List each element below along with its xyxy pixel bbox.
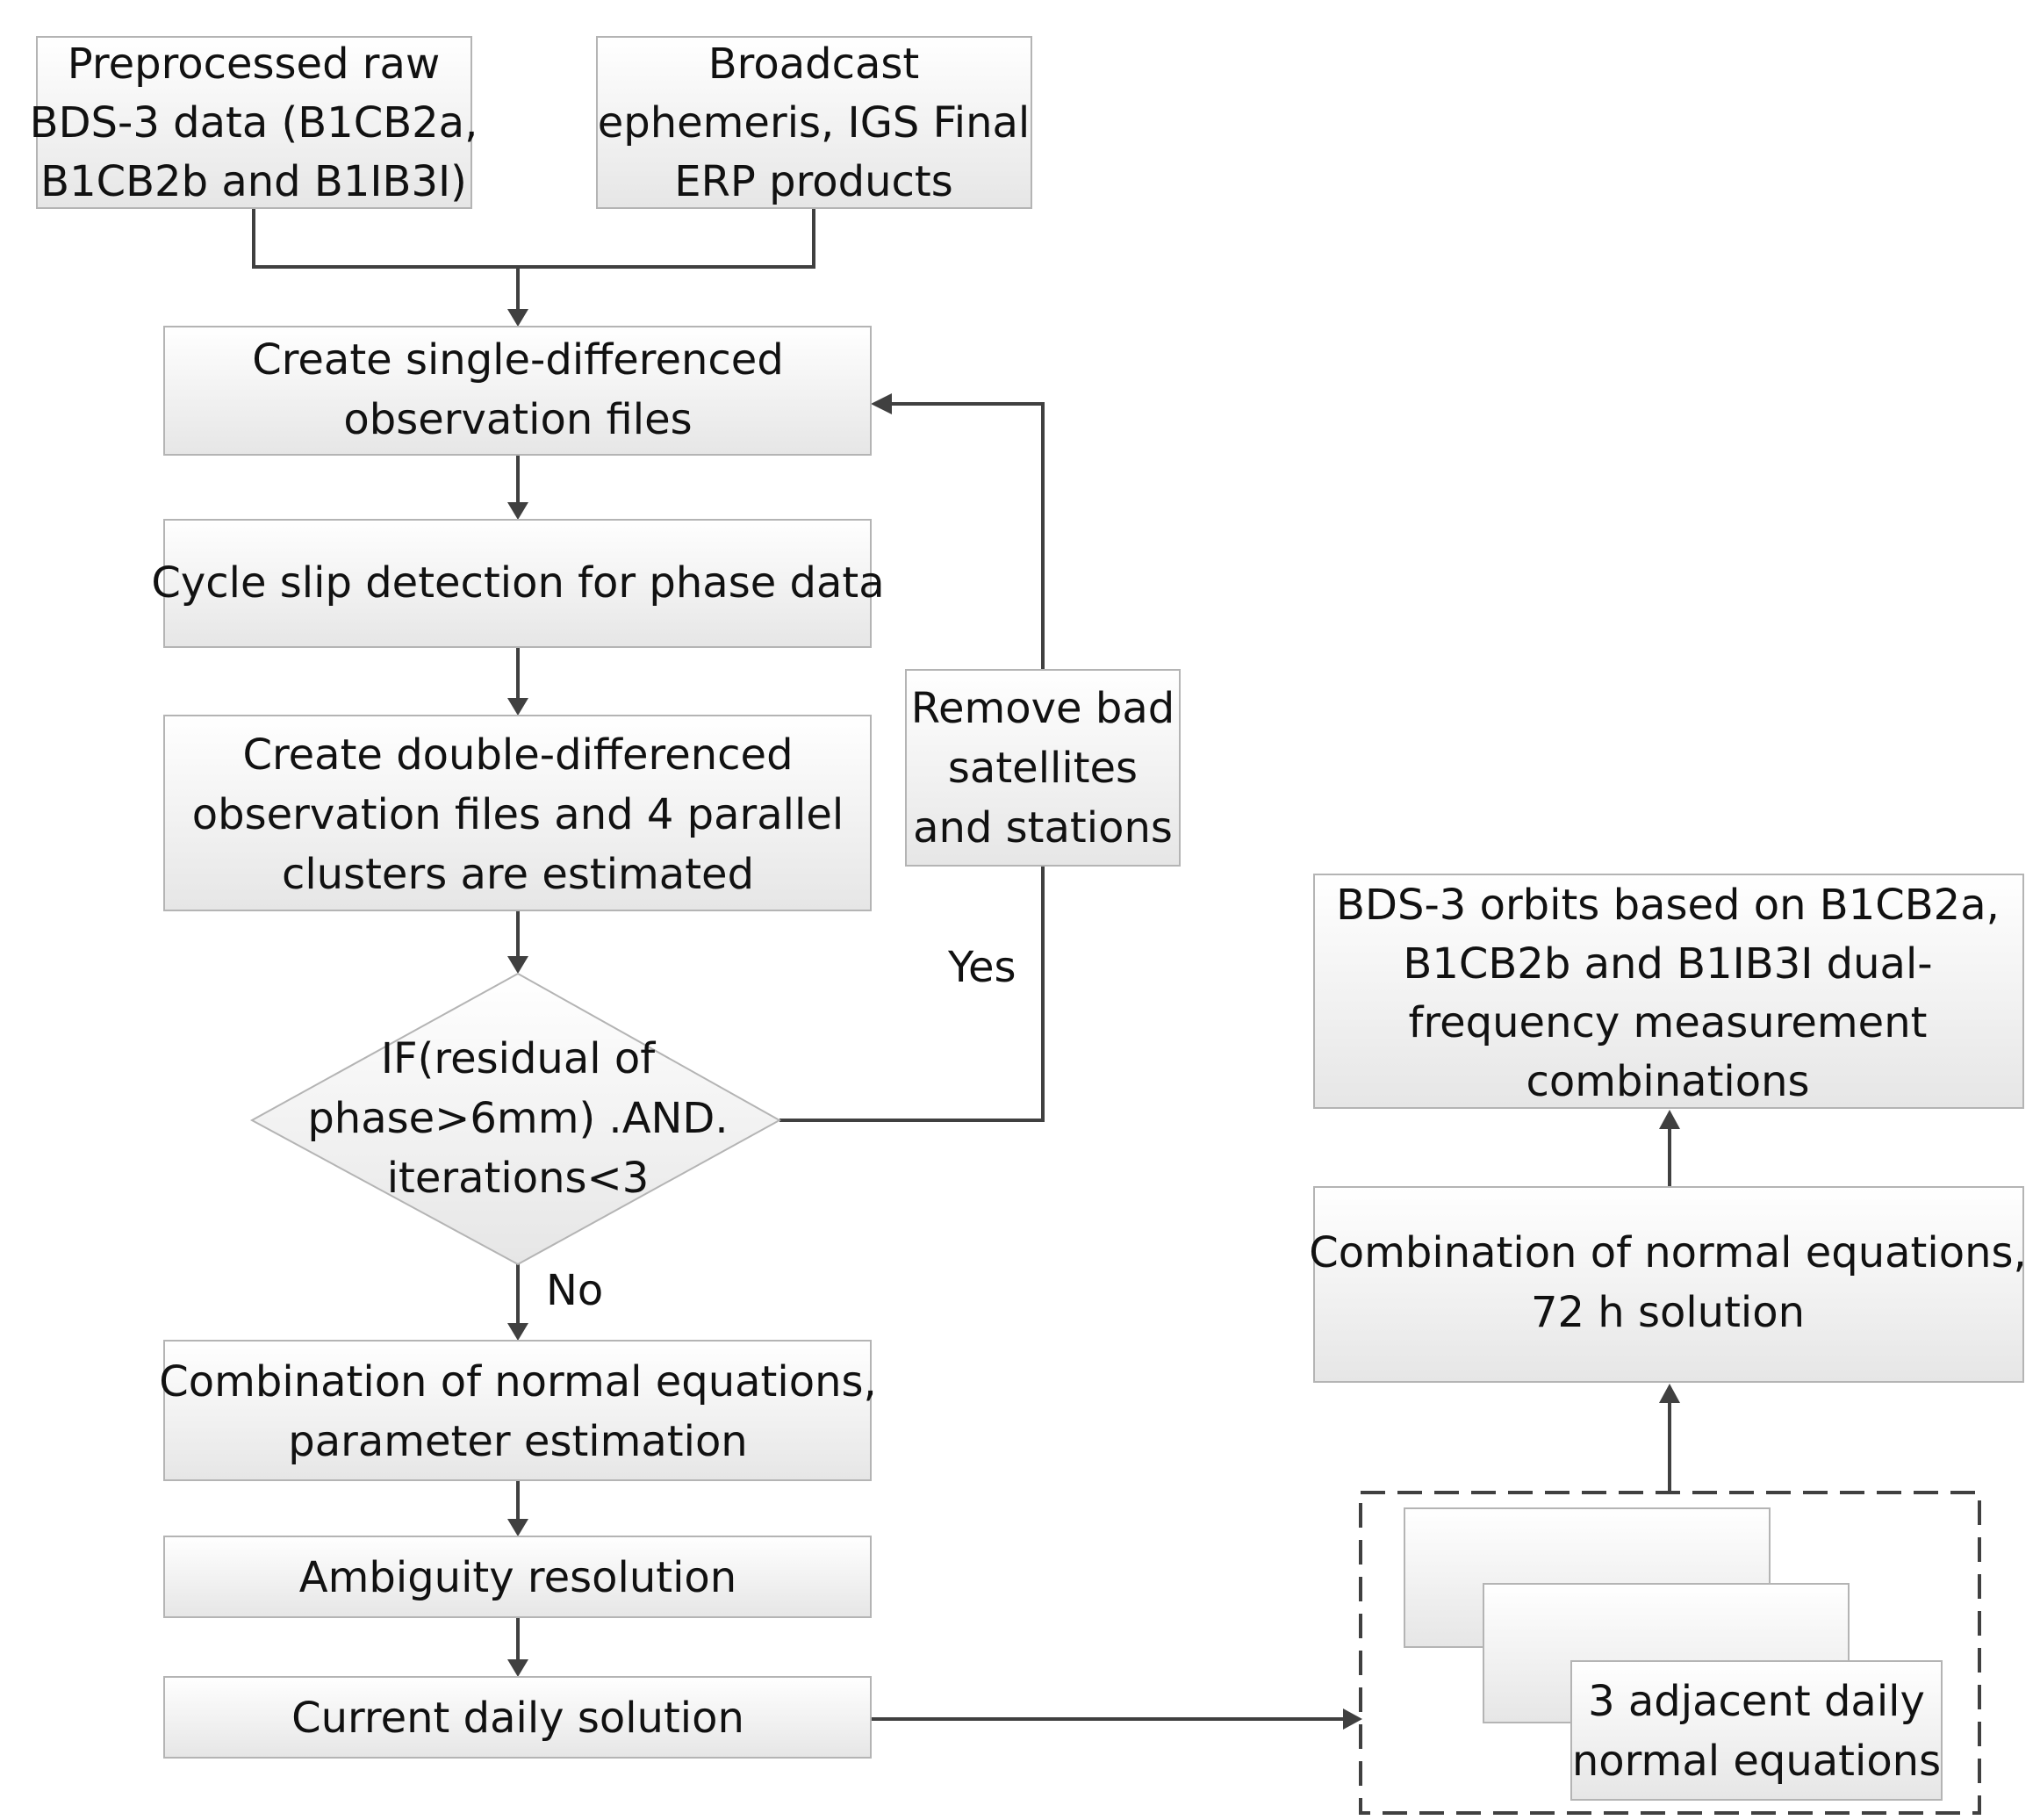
orbits-line-2: B1CB2b and B1IB3I dual- bbox=[1403, 939, 1932, 989]
raw-data-line-1: Preprocessed raw bbox=[68, 40, 440, 89]
arrowhead-orbits bbox=[1659, 1110, 1680, 1129]
arrowhead-ambiguity bbox=[507, 1519, 528, 1536]
raw-data-line-2: BDS-3 data (B1CB2a, bbox=[30, 98, 478, 147]
orbits-line-3: frequency measurement bbox=[1409, 998, 1928, 1047]
arrowhead-72h bbox=[1659, 1384, 1680, 1403]
combination-72h-node: Combination of normal equations, 72 h so… bbox=[1309, 1186, 2027, 1383]
orbits-node: BDS-3 orbits based on B1CB2a, B1CB2b and… bbox=[1313, 874, 2024, 1109]
ephemeris-line-1: Broadcast bbox=[708, 40, 920, 89]
ambiguity-node: Ambiguity resolution bbox=[163, 1536, 872, 1618]
arrowhead-combination-param bbox=[507, 1323, 528, 1341]
decision-line-1: IF(residual of bbox=[381, 1034, 656, 1083]
single-diff-line-2: observation files bbox=[343, 395, 692, 444]
adjacent-daily-line-1: 3 adjacent daily bbox=[1588, 1677, 1925, 1726]
single-diff-node: Create single-differenced observation fi… bbox=[163, 326, 872, 456]
remove-bad-line-2: satellites bbox=[948, 744, 1138, 793]
arrowhead-double-diff bbox=[507, 698, 528, 716]
double-diff-line-1: Create double-differenced bbox=[242, 730, 793, 780]
cycle-slip-line-1: Cycle slip detection for phase data bbox=[151, 558, 884, 608]
remove-bad-node: Remove bad satellites and stations bbox=[905, 669, 1181, 867]
orbits-line-1: BDS-3 orbits based on B1CB2a, bbox=[1336, 881, 2000, 930]
connector-remove-to-single bbox=[892, 402, 1045, 670]
combination-param-line-2: parameter estimation bbox=[288, 1417, 747, 1466]
no-label: No bbox=[546, 1266, 603, 1315]
raw-data-node: Preprocessed raw BDS-3 data (B1CB2a, B1C… bbox=[30, 36, 478, 209]
ambiguity-line-1: Ambiguity resolution bbox=[299, 1553, 736, 1602]
arrowhead-decision bbox=[507, 956, 528, 974]
orbits-line-4: combinations bbox=[1526, 1057, 1809, 1106]
arrowhead-cycle-slip bbox=[507, 502, 528, 520]
remove-bad-line-3: and stations bbox=[913, 803, 1173, 852]
adjacent-daily-line-2: normal equations bbox=[1572, 1737, 1941, 1786]
adjacent-dashed-frame bbox=[1359, 1491, 1981, 1815]
combination-param-node: Combination of normal equations, paramet… bbox=[159, 1340, 877, 1481]
arrowhead-adjacent bbox=[1343, 1708, 1362, 1730]
ephemeris-line-3: ERP products bbox=[674, 157, 953, 206]
yes-label: Yes bbox=[947, 943, 1016, 992]
cycle-slip-node: Cycle slip detection for phase data bbox=[151, 519, 885, 648]
ephemeris-node: Broadcast ephemeris, IGS Final ERP produ… bbox=[596, 36, 1032, 209]
connectors bbox=[252, 208, 1680, 1730]
adjacent-daily-group: 3 adjacent daily normal equations bbox=[1359, 1491, 1981, 1815]
stacked-sheet-front bbox=[1570, 1660, 1943, 1801]
double-diff-node: Create double-differenced observation fi… bbox=[163, 715, 872, 911]
single-diff-line-1: Create single-differenced bbox=[252, 335, 784, 385]
decision-node: IF(residual of phase>6mm) .AND. iteratio… bbox=[249, 972, 782, 1266]
decision-line-3: iterations<3 bbox=[387, 1154, 650, 1203]
remove-bad-line-1: Remove bad bbox=[911, 684, 1174, 733]
ephemeris-line-2: ephemeris, IGS Final bbox=[598, 98, 1031, 147]
arrowhead-single-diff bbox=[507, 309, 528, 327]
daily-solution-node: Current daily solution bbox=[163, 1676, 872, 1759]
connector-raw-data bbox=[252, 208, 815, 269]
arrowhead-daily-solution bbox=[507, 1659, 528, 1677]
combination-param-line-1: Combination of normal equations, bbox=[159, 1357, 877, 1406]
arrowhead-loop-back bbox=[871, 393, 892, 414]
double-diff-line-2: observation files and 4 parallel bbox=[192, 790, 844, 839]
raw-data-line-3: B1CB2b and B1IB3I) bbox=[40, 157, 467, 206]
double-diff-line-3: clusters are estimated bbox=[282, 850, 754, 899]
combination-72h-line-1: Combination of normal equations, bbox=[1309, 1228, 2027, 1277]
daily-solution-line-1: Current daily solution bbox=[291, 1694, 744, 1743]
connector-decision-yes bbox=[779, 866, 1045, 1122]
decision-line-2: phase>6mm) .AND. bbox=[307, 1094, 728, 1143]
combination-72h-line-2: 72 h solution bbox=[1531, 1288, 1805, 1337]
